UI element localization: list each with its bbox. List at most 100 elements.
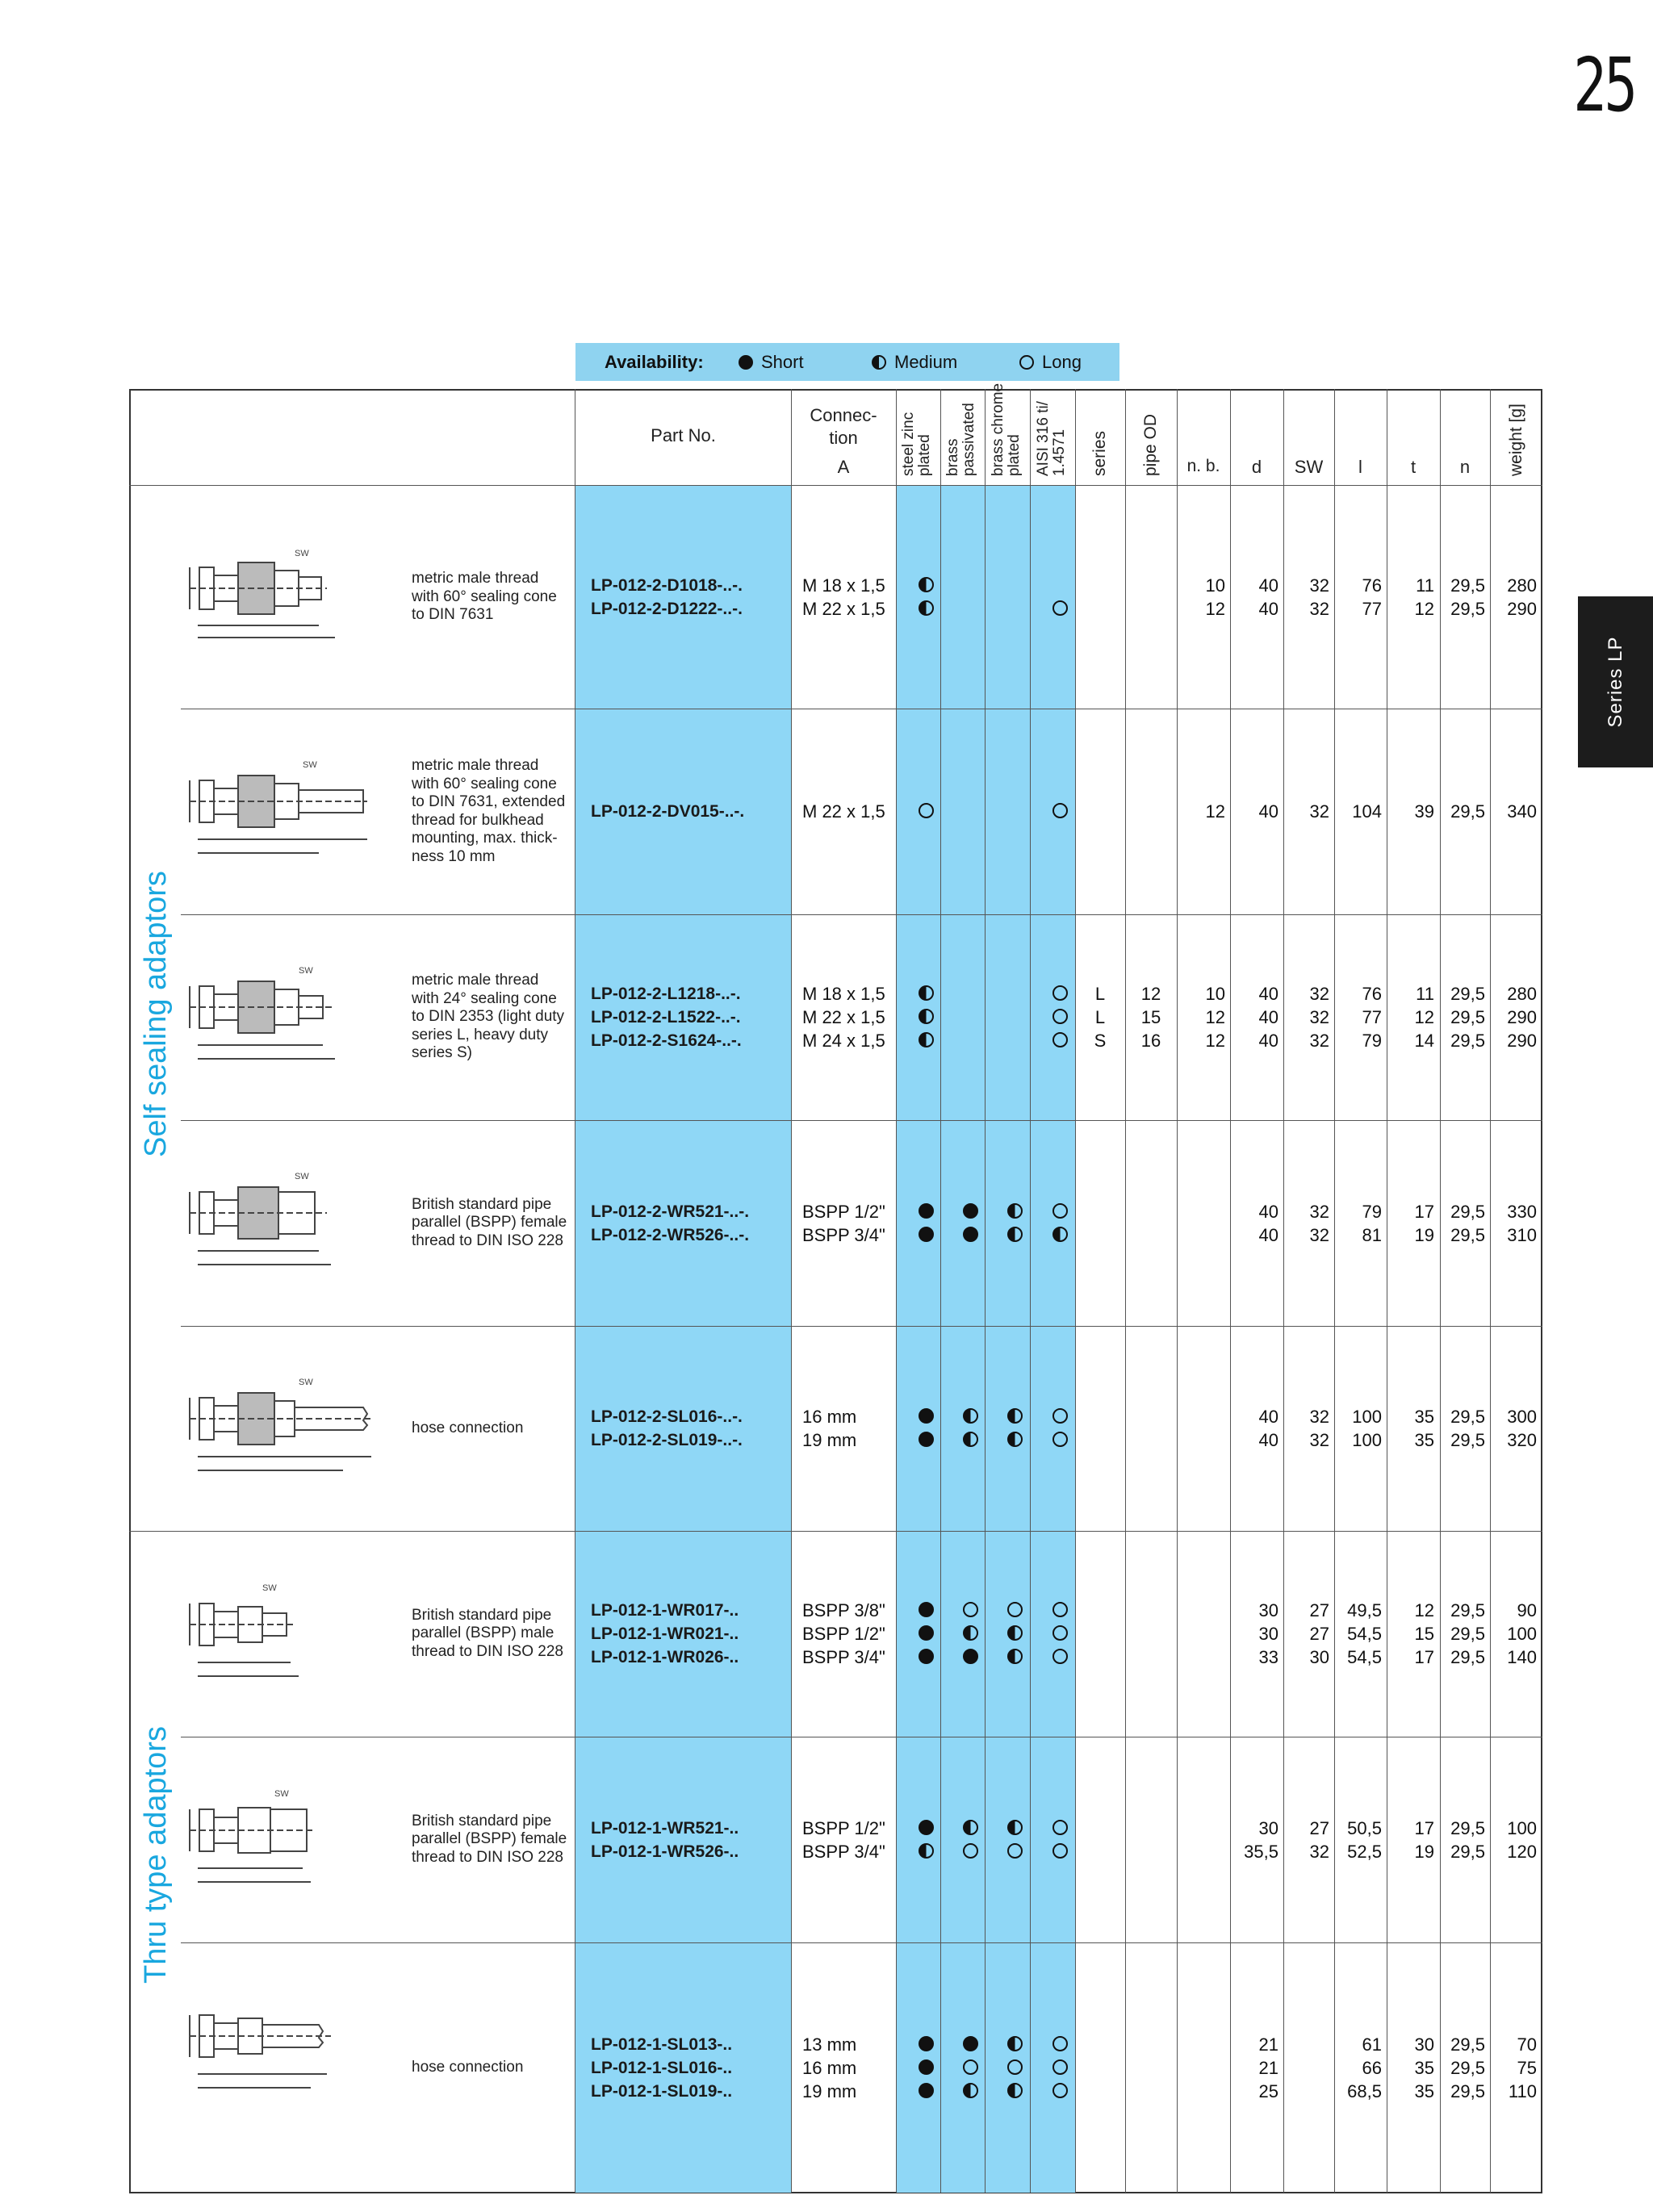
product-description: hose connection bbox=[412, 2059, 573, 2077]
cell-sw: 32 bbox=[1309, 801, 1329, 822]
cell-t: 39 bbox=[1414, 801, 1434, 822]
description-line: metric male thread bbox=[412, 972, 539, 989]
availability-cell bbox=[963, 1842, 979, 1859]
description-line: series L, heavy duty bbox=[412, 1026, 548, 1043]
availability-cell bbox=[1052, 803, 1069, 819]
empty-circle-icon bbox=[1052, 1625, 1068, 1641]
cell-sw: 32 bbox=[1309, 1031, 1329, 1051]
availability-cell bbox=[963, 1819, 979, 1836]
cell-d: 40 bbox=[1258, 1201, 1278, 1222]
cell-w: 280 bbox=[1507, 575, 1537, 596]
half-circle-icon bbox=[1007, 1819, 1023, 1835]
svg-text:SW: SW bbox=[299, 1378, 313, 1387]
availability-cell bbox=[919, 1842, 935, 1859]
description-line: mounting, max. thick- bbox=[412, 830, 558, 847]
adaptor-drawing: SW bbox=[189, 1583, 299, 1677]
availability-cell bbox=[919, 1602, 935, 1618]
description-line: with 60° sealing cone bbox=[412, 775, 557, 792]
cell-n: 29,5 bbox=[1450, 1430, 1485, 1450]
cell-n: 29,5 bbox=[1450, 575, 1485, 596]
half-circle-icon bbox=[919, 577, 934, 592]
cell-pipe: 16 bbox=[1140, 1031, 1161, 1051]
page-number: 25 bbox=[1573, 42, 1638, 128]
group-divider bbox=[181, 1942, 1542, 1943]
cell-l: 77 bbox=[1362, 599, 1382, 619]
connection: M 22 x 1,5 bbox=[802, 1007, 885, 1027]
description-line: hose connection bbox=[412, 1419, 524, 1436]
availability-cell bbox=[1052, 1009, 1069, 1025]
part-number: LP-012-2-DV015-..-. bbox=[591, 802, 745, 821]
cell-n: 29,5 bbox=[1450, 1007, 1485, 1027]
cell-t: 30 bbox=[1414, 2034, 1434, 2055]
cell-n: 29,5 bbox=[1450, 599, 1485, 619]
cell-w: 340 bbox=[1507, 801, 1537, 822]
cell-d: 40 bbox=[1258, 1007, 1278, 1027]
legend-medium-label: Medium bbox=[894, 352, 958, 372]
availability-cell bbox=[1052, 2035, 1069, 2052]
empty-circle-icon bbox=[1007, 1602, 1023, 1617]
connection: M 18 x 1,5 bbox=[802, 984, 885, 1004]
availability-cell bbox=[1052, 985, 1069, 1001]
description-line: series S) bbox=[412, 1044, 472, 1062]
full-circle-icon bbox=[919, 1649, 934, 1664]
availability-cell bbox=[1007, 1625, 1023, 1641]
header-aisi: AISI 316 ti/1.4571 bbox=[1035, 401, 1068, 476]
part-number: LP-012-2-SL016-..-. bbox=[591, 1407, 743, 1426]
cell-w: 120 bbox=[1507, 1841, 1537, 1862]
cell-l: 76 bbox=[1362, 984, 1382, 1004]
availability-cell bbox=[1052, 1649, 1069, 1665]
header-weight: weight [g] bbox=[1507, 404, 1525, 476]
cell-sw: 32 bbox=[1309, 984, 1329, 1004]
cell-d: 40 bbox=[1258, 1430, 1278, 1450]
availability-cell bbox=[919, 1625, 935, 1641]
part-number: LP-012-2-L1522-..-. bbox=[591, 1008, 741, 1027]
part-number: LP-012-2-L1218-..-. bbox=[591, 985, 741, 1003]
full-circle-icon bbox=[919, 1408, 934, 1424]
col-line bbox=[1334, 389, 1335, 2193]
empty-circle-icon bbox=[1052, 1842, 1068, 1859]
connection: BSPP 3/4" bbox=[802, 1224, 885, 1245]
header-connection-line2: tion bbox=[829, 428, 858, 448]
cell-t: 14 bbox=[1414, 1031, 1434, 1051]
cell-w: 290 bbox=[1507, 1031, 1537, 1051]
availability-cell bbox=[1007, 1649, 1023, 1665]
empty-circle-icon bbox=[1052, 803, 1068, 818]
cell-w: 75 bbox=[1517, 2057, 1537, 2078]
cell-n: 29,5 bbox=[1450, 1647, 1485, 1667]
availability-cell bbox=[1052, 1202, 1069, 1219]
connection: M 22 x 1,5 bbox=[802, 599, 885, 619]
cell-d: 30 bbox=[1258, 1600, 1278, 1620]
cell-l: 79 bbox=[1362, 1031, 1382, 1051]
col-line bbox=[1440, 389, 1441, 2193]
group-divider bbox=[181, 1120, 1542, 1121]
availability-cell bbox=[963, 1432, 979, 1448]
cell-w: 140 bbox=[1507, 1647, 1537, 1667]
cell-t: 11 bbox=[1416, 575, 1434, 596]
cell-t: 17 bbox=[1414, 1647, 1434, 1667]
availability-cell bbox=[919, 2035, 935, 2052]
cell-sw: 32 bbox=[1309, 599, 1329, 619]
cell-l: 79 bbox=[1362, 1201, 1382, 1222]
cell-d: 40 bbox=[1258, 801, 1278, 822]
legend-short: Short bbox=[739, 352, 804, 373]
availability-cell bbox=[963, 2082, 979, 2099]
empty-circle-icon bbox=[1052, 1649, 1068, 1664]
series-tab: Series LP bbox=[1578, 596, 1653, 767]
header-d: d bbox=[1251, 457, 1262, 477]
cell-l: 100 bbox=[1352, 1430, 1382, 1450]
cell-nb: 12 bbox=[1205, 599, 1225, 619]
adaptor-drawing: SW bbox=[189, 1789, 315, 1883]
cell-n: 29,5 bbox=[1450, 1600, 1485, 1620]
description-line: parallel (BSPP) male bbox=[412, 1625, 554, 1642]
availability-cell bbox=[919, 2059, 935, 2076]
cell-l: 49,5 bbox=[1347, 1600, 1382, 1620]
half-circle-icon bbox=[1007, 1202, 1023, 1219]
connection: BSPP 1/2" bbox=[802, 1201, 885, 1222]
col-line bbox=[896, 389, 897, 2193]
availability-cell bbox=[1052, 1226, 1069, 1243]
col-line bbox=[1177, 389, 1178, 2193]
availability-cell bbox=[1052, 1602, 1069, 1618]
